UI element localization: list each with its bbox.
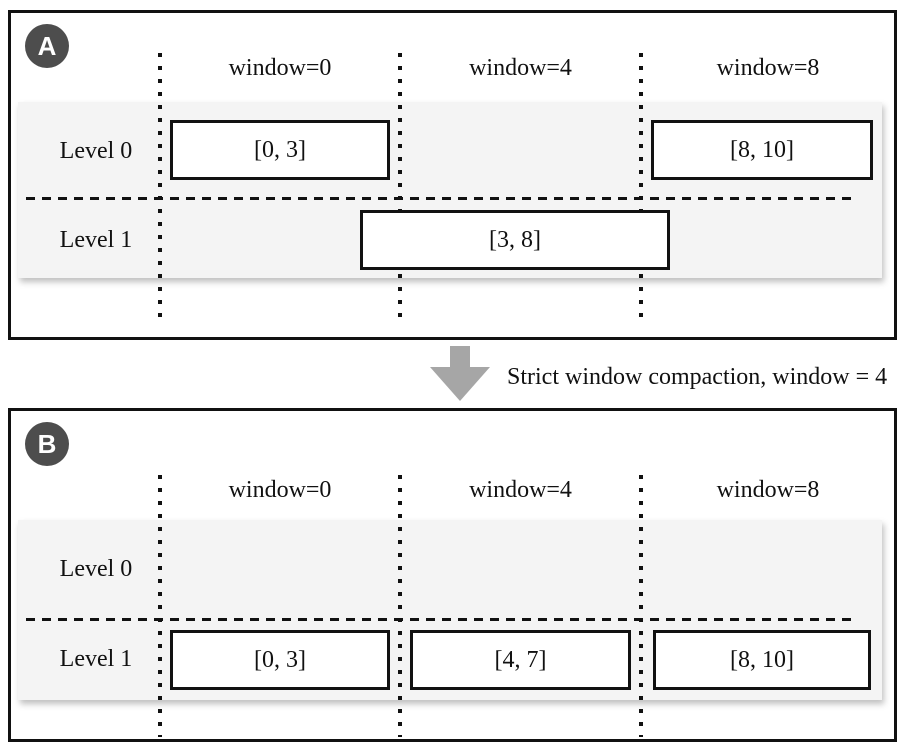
panel-a-row-label-level-1: Level 1	[59, 227, 133, 253]
interval-box-level1-window4: [4, 7]	[410, 630, 631, 690]
column-guide-dotted-line	[398, 475, 402, 737]
column-guide-dotted-line	[158, 475, 162, 737]
panel-b-column-header-window-0: window=0	[228, 477, 332, 503]
interval-box-level0-window0: [0, 3]	[170, 120, 390, 180]
down-arrow-icon	[450, 346, 470, 368]
panel-a-row-label-level-0: Level 0	[59, 138, 133, 164]
interval-box-level0-window8: [8, 10]	[651, 120, 873, 180]
panel-a-column-header-window-8: window=8	[716, 55, 820, 81]
panel-a: A window=0 window=4 window=8 Level 0 Lev…	[8, 10, 897, 340]
column-guide-dotted-line	[639, 475, 643, 737]
panel-a-column-header-window-4: window=4	[469, 55, 572, 81]
panel-b-row-label-level-1: Level 1	[59, 646, 133, 672]
panel-a-column-header-window-0: window=0	[228, 55, 332, 81]
interval-box-level1-window8: [8, 10]	[653, 630, 871, 690]
panel-b-column-header-window-4: window=4	[469, 477, 572, 503]
panel-b: B window=0 window=4 window=8 Level 0 Lev…	[8, 408, 897, 742]
panel-b-badge: B	[25, 422, 69, 466]
column-guide-dotted-line	[639, 53, 643, 321]
down-arrow-icon	[430, 367, 490, 401]
interval-box-level1-span: [3, 8]	[360, 210, 670, 270]
panel-b-column-header-window-8: window=8	[716, 477, 820, 503]
column-guide-dotted-line	[398, 53, 402, 321]
panel-a-level-divider-dashed-line	[26, 197, 856, 200]
compaction-caption: Strict window compaction, window = 4	[507, 364, 888, 390]
interval-box-level1-window0: [0, 3]	[170, 630, 390, 690]
column-guide-dotted-line	[158, 53, 162, 321]
panel-b-row-label-level-0: Level 0	[59, 556, 133, 582]
panel-a-badge: A	[25, 24, 69, 68]
panel-b-level-divider-dashed-line	[26, 618, 856, 621]
